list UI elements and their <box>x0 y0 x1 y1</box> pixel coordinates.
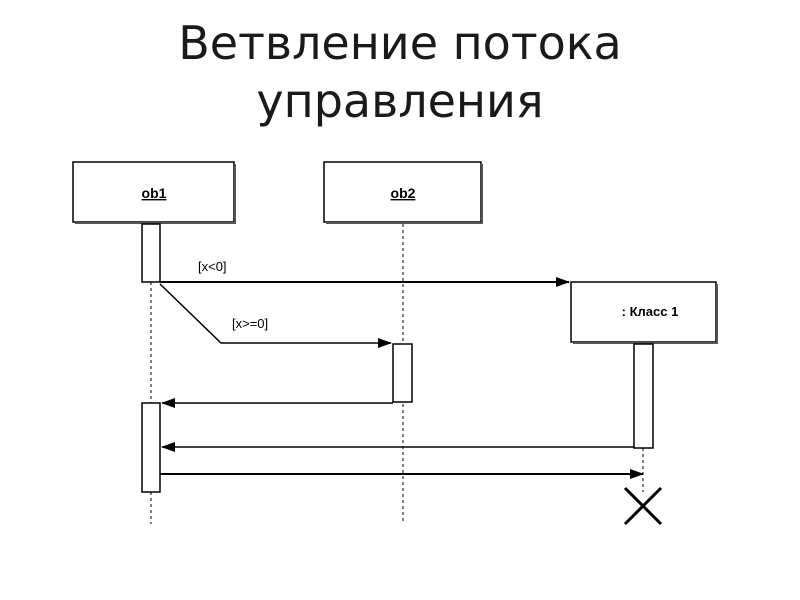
message-branch-non-negative <box>159 283 392 348</box>
slide-title-line-1: Ветвление потока <box>178 16 622 70</box>
activation-ob2 <box>392 343 413 403</box>
object-class1-label: : Класс 1 <box>622 304 679 319</box>
object-ob2: ob2 <box>323 161 483 224</box>
object-ob2-label: ob2 <box>391 185 416 201</box>
activation-ob1-top <box>141 223 161 283</box>
guard-negative-label: [x<0] <box>198 259 227 274</box>
destroy-x-icon <box>623 486 663 526</box>
object-ob1-label: ob1 <box>142 185 167 201</box>
guard-non-negative-label: [x>=0] <box>232 316 268 331</box>
slide-title: Ветвление потока управления <box>0 14 800 130</box>
object-ob1: ob1 <box>72 161 236 224</box>
object-class1: : Класс 1 <box>570 281 718 344</box>
activation-ob1-bottom <box>141 402 161 493</box>
activation-class1 <box>633 343 654 449</box>
slide-title-line-2: управления <box>256 74 544 128</box>
